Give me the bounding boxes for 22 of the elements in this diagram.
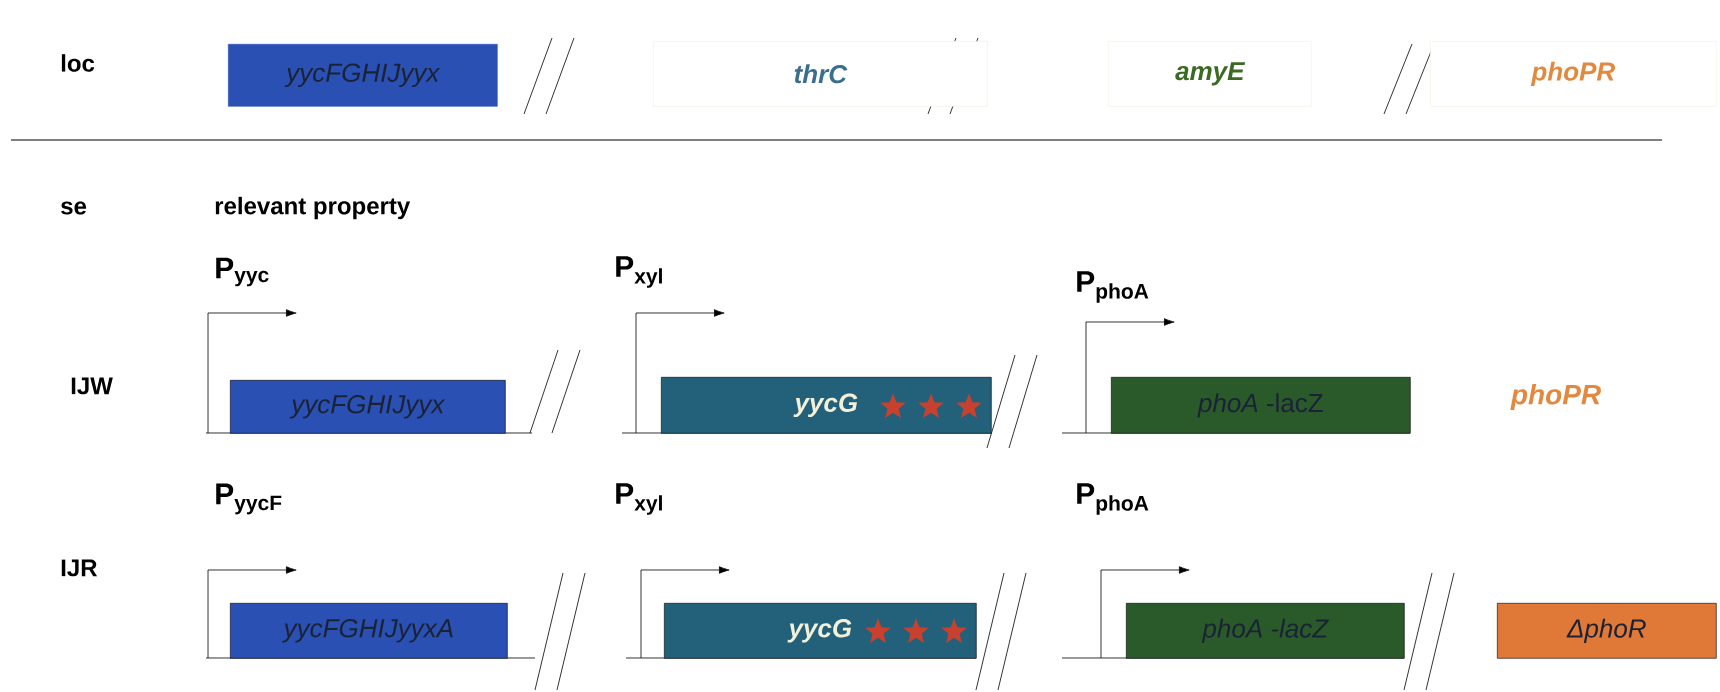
promoter-label: P$_{phoA}$ [1077,271,1149,303]
row-label: relevant property [215,196,411,220]
mutant-gene-box: yycG [661,377,992,434]
promoter-label: P$_{yyc}$ [216,257,269,287]
mutant-gene-box: yycG [664,603,977,659]
promoter-label: P$_{xyl}$ [616,256,662,288]
row-label: se [61,201,87,215]
row-label: loc [61,54,95,72]
gene-box: yycFGHIJyyx [230,380,506,434]
gene-box: phoA -lacZ [1111,377,1411,434]
gene-box: thrC [653,41,988,107]
promoter-label: P$_{phoA}$ [1077,483,1149,515]
gene-box: amyE [1108,41,1312,107]
gene-box: phoPR [1430,41,1717,107]
gene-box: yycFGHIJyyx [228,44,498,107]
promoter-label: P$_{xyl}$ [616,483,662,515]
gene-box: ΔphoR [1497,603,1717,659]
gene-box: yycFGHIJyyxA [230,603,508,659]
gene-label: phoPR [1510,383,1601,411]
promoter-label: P$_{yycF}$ [216,483,282,515]
row-label: IJW [71,377,113,395]
row-label: IJR [61,559,98,577]
